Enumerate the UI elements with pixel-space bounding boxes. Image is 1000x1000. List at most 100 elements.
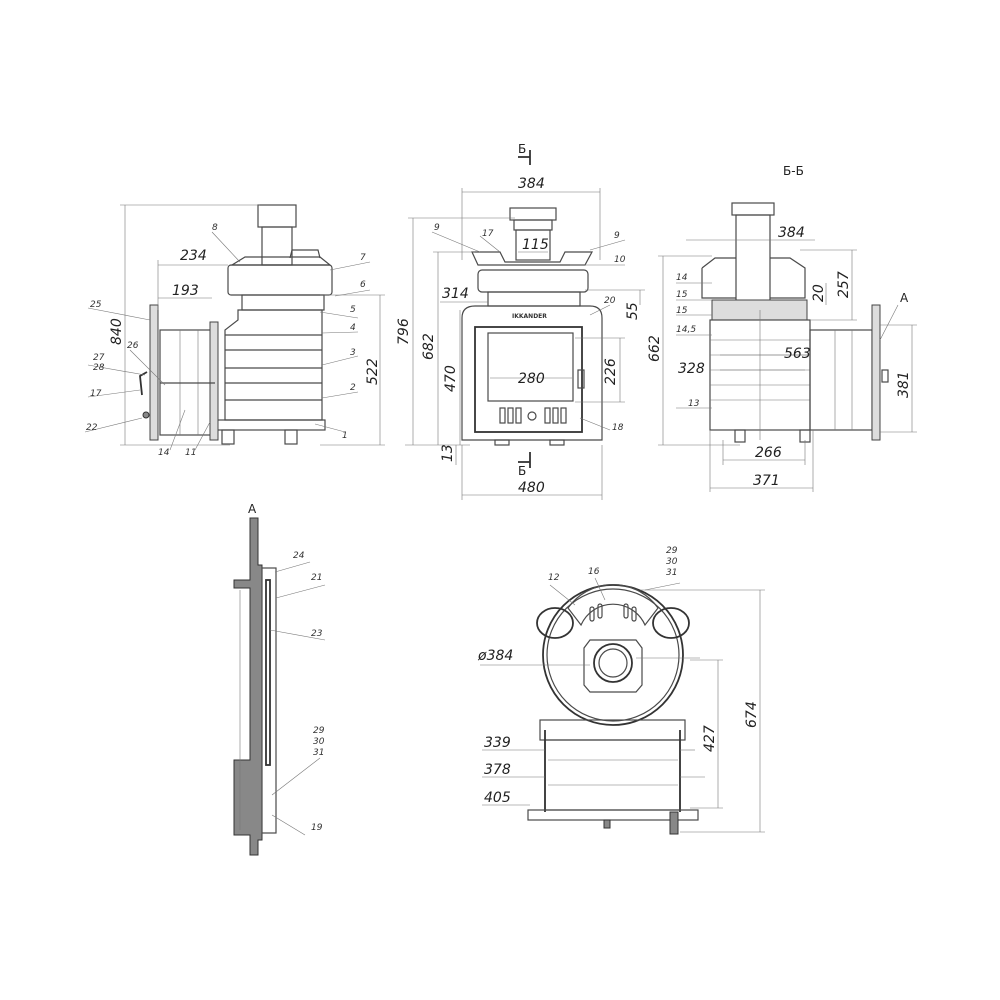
dim-381: 381	[896, 371, 912, 398]
bolt	[603, 819, 611, 829]
body-base	[214, 419, 326, 431]
detail-a-view: A 24 21 23 29 30 31 19	[233, 502, 326, 856]
chimney-cap	[731, 202, 775, 216]
chimney-cap	[509, 207, 557, 221]
ash-vent	[499, 407, 567, 424]
front-plate	[149, 304, 159, 441]
callout-5: 5	[350, 305, 356, 315]
callout-2: 2	[350, 383, 356, 393]
callout-12: 12	[548, 573, 560, 583]
door-glass	[265, 579, 271, 766]
section-view: Б-Б 384 257 20 662 56	[647, 164, 917, 492]
dim-13: 13	[440, 444, 456, 462]
dim-796: 796	[396, 318, 412, 345]
section-mark-top: Б	[518, 142, 526, 156]
dim-257: 257	[836, 271, 852, 298]
top-view: ø384 339 378 405 427 674 12 16 29 30 31	[477, 546, 765, 835]
chimney-pipe	[515, 229, 551, 261]
front-plate	[871, 304, 881, 441]
callout-30: 30	[666, 557, 678, 567]
dim-378: 378	[484, 762, 511, 778]
callout-25: 25	[90, 300, 102, 310]
callout-29: 29	[313, 726, 325, 736]
dim-662: 662	[647, 335, 663, 362]
dim-674: 674	[744, 701, 760, 728]
callout-24: 24	[293, 551, 305, 561]
handle-right	[652, 607, 690, 639]
dim-480: 480	[518, 480, 545, 496]
callout-10: 10	[614, 255, 626, 265]
water-tank	[227, 264, 333, 296]
front-view: Б Б IKKANDER	[396, 142, 645, 500]
dim-314: 314	[442, 286, 469, 302]
leg	[494, 439, 510, 446]
water-tank	[477, 269, 589, 293]
callout-detail-a: A	[900, 291, 909, 305]
callout-7: 7	[360, 253, 366, 263]
tunnel-flange	[209, 321, 219, 441]
firebox-tunnel	[809, 329, 873, 431]
callout-26: 26	[127, 341, 139, 351]
chimney-pipe	[735, 214, 771, 311]
dim-20: 20	[811, 284, 827, 302]
water-tank	[701, 257, 806, 299]
frame-top	[539, 719, 686, 741]
side-view: 234 193 840 522 8 7 6 5 4 3 2 1 25 26 27…	[84, 204, 385, 458]
dim-193: 193	[172, 283, 199, 299]
callout-17: 17	[482, 229, 494, 239]
section-mark-bottom: Б	[518, 464, 526, 478]
callout-21: 21	[311, 573, 322, 583]
callout-15b: 15	[676, 306, 688, 316]
bolt	[142, 411, 150, 419]
door-frame-profile	[233, 517, 263, 856]
door-leaf	[261, 567, 277, 834]
leg	[734, 429, 746, 443]
callout-23: 23	[311, 629, 323, 639]
lid-handle	[289, 249, 321, 259]
callout-27: 27	[93, 353, 105, 363]
dim-384: 384	[778, 225, 805, 241]
dim-522: 522	[365, 358, 381, 385]
leg	[284, 429, 298, 445]
brand-logo: IKKANDER	[512, 313, 547, 320]
callout-16: 16	[588, 567, 600, 577]
door-handle	[577, 369, 585, 389]
chimney-pipe	[261, 226, 293, 266]
flue-opening	[593, 643, 633, 683]
callout-19: 19	[311, 823, 323, 833]
callout-9-left: 9	[434, 223, 440, 233]
callout-13: 13	[688, 399, 700, 409]
stove-front	[461, 305, 603, 441]
callout-15: 15	[676, 290, 688, 300]
callout-4: 4	[350, 323, 356, 333]
lid-handles	[471, 251, 594, 266]
dim-682: 682	[421, 333, 437, 360]
callout-17: 17	[90, 389, 102, 399]
dim-563: 563	[784, 346, 811, 362]
detail-title: A	[248, 502, 257, 516]
chimney-flange	[583, 639, 643, 693]
dim-115: 115	[522, 237, 549, 253]
dim-328: 328	[678, 361, 705, 377]
door-glass	[487, 332, 574, 402]
callout-1: 1	[342, 431, 348, 441]
callout-18: 18	[612, 423, 624, 433]
dim-840: 840	[109, 318, 125, 345]
door-handle	[139, 371, 148, 396]
base-plate	[527, 809, 699, 821]
callout-31: 31	[313, 748, 324, 758]
callout-31: 31	[666, 568, 677, 578]
vent-grille	[567, 584, 659, 627]
callout-14: 14	[676, 273, 688, 283]
door-handle	[881, 369, 889, 383]
dim-427: 427	[702, 725, 718, 752]
chimney-collar	[513, 219, 553, 231]
callout-20: 20	[604, 296, 616, 306]
callout-30: 30	[313, 737, 325, 747]
callout-9-right: 9	[614, 231, 620, 241]
dim-470: 470	[443, 365, 459, 392]
leg	[221, 429, 235, 445]
callout-6: 6	[360, 280, 366, 290]
